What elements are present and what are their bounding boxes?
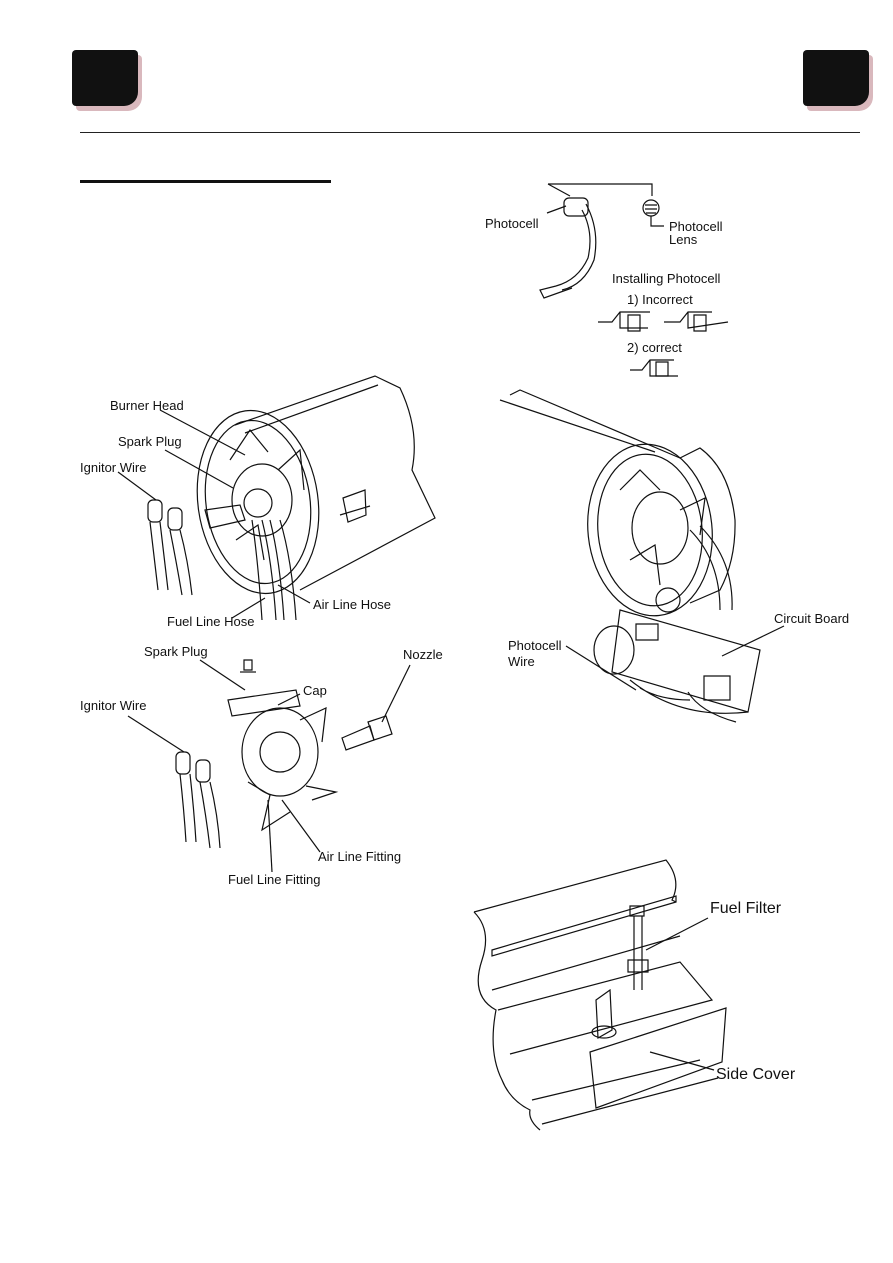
label-side-cover: Side Cover xyxy=(716,1066,796,1083)
label-photocell: Photocell xyxy=(485,216,539,231)
section-heading-underline xyxy=(80,180,331,183)
label-photocell-wire-line1: Photocell xyxy=(508,638,562,653)
label-ignitor-wire-2: Ignitor Wire xyxy=(80,698,147,713)
label-installing-photocell: Installing Photocell xyxy=(612,271,721,286)
label-spark-plug: Spark Plug xyxy=(118,434,182,449)
label-nozzle: Nozzle xyxy=(403,647,443,662)
right-header-tab xyxy=(803,50,869,106)
label-fuel-line-hose: Fuel Line Hose xyxy=(167,614,255,629)
label-circuit-board: Circuit Board xyxy=(774,611,850,626)
label-photocell-lens-line1: Photocell xyxy=(669,219,723,234)
label-burner-head: Burner Head xyxy=(110,398,184,413)
label-photocell-lens-line2: Lens xyxy=(669,232,698,247)
label-photocell-wire-line2: Wire xyxy=(508,654,535,669)
label-fuel-filter: Fuel Filter xyxy=(710,900,782,917)
label-ignitor-wire: Ignitor Wire xyxy=(80,460,147,475)
label-cap: Cap xyxy=(303,683,327,698)
label-incorrect: 1) Incorrect xyxy=(627,292,693,307)
header-rule xyxy=(80,132,860,133)
left-header-tab xyxy=(72,50,138,106)
label-fuel-line-fitting: Fuel Line Fitting xyxy=(228,872,321,887)
label-spark-plug-2: Spark Plug xyxy=(144,644,208,659)
label-air-line-hose: Air Line Hose xyxy=(313,597,392,612)
label-air-line-fitting: Air Line Fitting xyxy=(318,849,402,864)
label-correct: 2) correct xyxy=(627,340,682,355)
